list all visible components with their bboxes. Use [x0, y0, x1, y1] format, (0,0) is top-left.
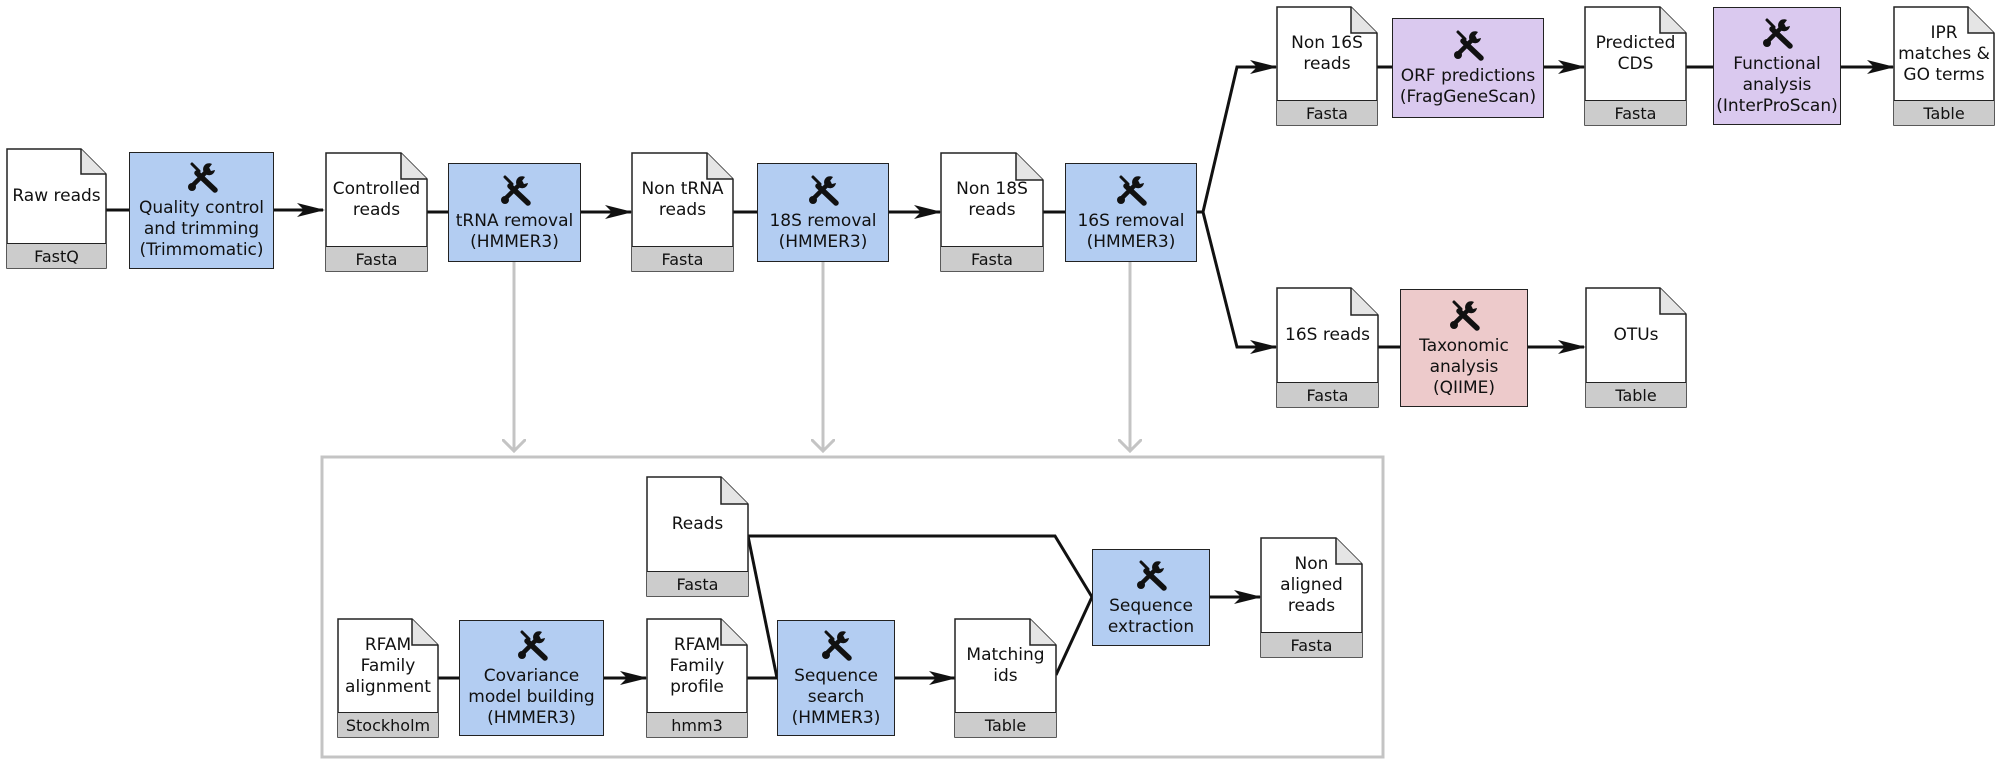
file-label: IPR matches & GO terms [1898, 22, 1990, 85]
file-format: Fasta [1277, 100, 1377, 125]
fold-controlled [400, 153, 427, 180]
file-ipr-matches: IPR matches & GO terms Table [1894, 7, 1994, 125]
wrench-screwdriver-icon [1134, 558, 1168, 592]
tool-label: Taxonomic analysis (QIIME) [1419, 335, 1509, 398]
fold-predicted-cds [1659, 7, 1686, 34]
file-label: 16S reads [1285, 325, 1370, 345]
file-label: RFAM Family profile [669, 634, 725, 697]
file-format: Fasta [1277, 382, 1378, 407]
file-rfam-alignment: RFAM Family alignment Stockholm [338, 619, 438, 737]
tool-label: Quality control and trimming (Trimmomati… [138, 198, 265, 260]
tool-label: 16S removal (HMMER3) [1077, 210, 1185, 252]
file-controlled-reads: Controlled reads Fasta [326, 153, 427, 271]
fold-rfam-alignment [411, 619, 438, 646]
file-format: Table [1894, 100, 1994, 125]
file-predicted-cds: Predicted CDS Fasta [1585, 7, 1686, 125]
file-label: Non 16S reads [1291, 33, 1363, 74]
file-format: Fasta [1261, 632, 1362, 657]
file-format: Fasta [326, 246, 427, 271]
file-label: Reads [671, 514, 724, 534]
file-format: Stockholm [338, 712, 438, 737]
tool-label: 18S removal (HMMER3) [769, 210, 877, 252]
file-label: Controlled reads [332, 179, 421, 220]
wrench-screwdriver-icon [1451, 28, 1485, 62]
file-non-aligned-reads: Non aligned reads Fasta [1261, 538, 1362, 657]
tool-label: Sequence extraction [1107, 595, 1195, 637]
tool-covariance-model: Covariance model building (HMMER3) [459, 620, 604, 736]
tool-taxonomic-analysis: Taxonomic analysis (QIIME) [1400, 289, 1528, 407]
file-format: hmm3 [647, 712, 747, 737]
file-label: Raw reads [12, 186, 101, 206]
file-format: Table [955, 712, 1056, 737]
wrench-screwdriver-icon [185, 160, 219, 194]
tool-quality-control: Quality control and trimming (Trimmomati… [129, 152, 274, 269]
wrench-screwdriver-icon [515, 628, 549, 662]
fold-matching [1029, 619, 1056, 646]
file-format: Fasta [647, 571, 748, 596]
fold-non-18s [1015, 153, 1043, 181]
arrow-branch-to-16sreads [1201, 211, 1278, 354]
file-non-16s-reads: Non 16S reads Fasta [1277, 7, 1377, 125]
file-format: FastQ [7, 243, 106, 268]
fold-reads [720, 477, 748, 505]
fold-ipr [1967, 7, 1994, 34]
fold-raw [80, 149, 106, 175]
file-rfam-profile: RFAM Family profile hmm3 [647, 619, 747, 737]
tool-label: Sequence search (HMMER3) [791, 665, 881, 728]
tool-16s-removal: 16S removal (HMMER3) [1065, 163, 1197, 262]
file-otus: OTUs Table [1586, 288, 1686, 407]
file-matching-ids: Matching ids Table [955, 619, 1056, 737]
file-non-18s-reads: Non 18S reads Fasta [941, 153, 1043, 271]
fold-non-trna [706, 153, 733, 180]
file-label: Matching ids [966, 645, 1045, 686]
file-label: Non aligned reads [1280, 554, 1343, 616]
file-label: Non tRNA reads [641, 179, 724, 220]
tool-orf-predictions: ORF predictions (FragGeneScan) [1392, 18, 1544, 118]
file-reads: Reads Fasta [647, 477, 748, 596]
file-label: RFAM Family alignment [345, 634, 431, 697]
file-label: Non 18S reads [956, 179, 1028, 220]
fold-non-16s [1350, 7, 1377, 34]
file-format: Fasta [941, 246, 1043, 271]
arrow-reads-to-search [746, 535, 779, 679]
tool-sequence-search: Sequence search (HMMER3) [777, 620, 895, 736]
file-format: Fasta [1585, 100, 1686, 125]
wrench-screwdriver-icon [819, 628, 853, 662]
wrench-screwdriver-icon [1760, 16, 1794, 50]
arrow-reads-to-extraction [748, 534, 1094, 598]
fold-non-aligned [1335, 538, 1362, 565]
wrench-screwdriver-icon [498, 173, 532, 207]
tool-label: tRNA removal (HMMER3) [455, 210, 574, 252]
wrench-screwdriver-icon [806, 173, 840, 207]
tool-label: Functional analysis (InterProScan) [1716, 53, 1838, 116]
arrow-matching-to-extraction [1054, 596, 1094, 676]
file-label: OTUs [1613, 325, 1659, 345]
fold-rfam-profile [720, 619, 747, 646]
file-format: Fasta [632, 246, 733, 271]
tool-sequence-extraction: Sequence extraction [1092, 549, 1210, 646]
tool-label: Covariance model building (HMMER3) [468, 665, 595, 728]
wrench-screwdriver-icon [1447, 298, 1481, 332]
subprocess-container [320, 455, 1385, 759]
wrench-screwdriver-icon [1114, 173, 1148, 207]
tool-label: ORF predictions (FragGeneScan) [1399, 66, 1537, 107]
file-format: Table [1586, 382, 1686, 407]
arrow-branch-to-non16s [1197, 60, 1278, 214]
file-16s-reads: 16S reads Fasta [1277, 288, 1378, 407]
file-label: Predicted CDS [1595, 33, 1676, 74]
file-raw-reads: Raw reads FastQ [7, 149, 106, 268]
fold-otus [1659, 288, 1686, 315]
tool-functional-analysis: Functional analysis (InterProScan) [1713, 7, 1841, 125]
fold-16s-reads [1350, 288, 1378, 316]
file-non-trna-reads: Non tRNA reads Fasta [632, 153, 733, 271]
tool-18s-removal: 18S removal (HMMER3) [757, 163, 889, 262]
tool-trna-removal: tRNA removal (HMMER3) [448, 163, 581, 262]
